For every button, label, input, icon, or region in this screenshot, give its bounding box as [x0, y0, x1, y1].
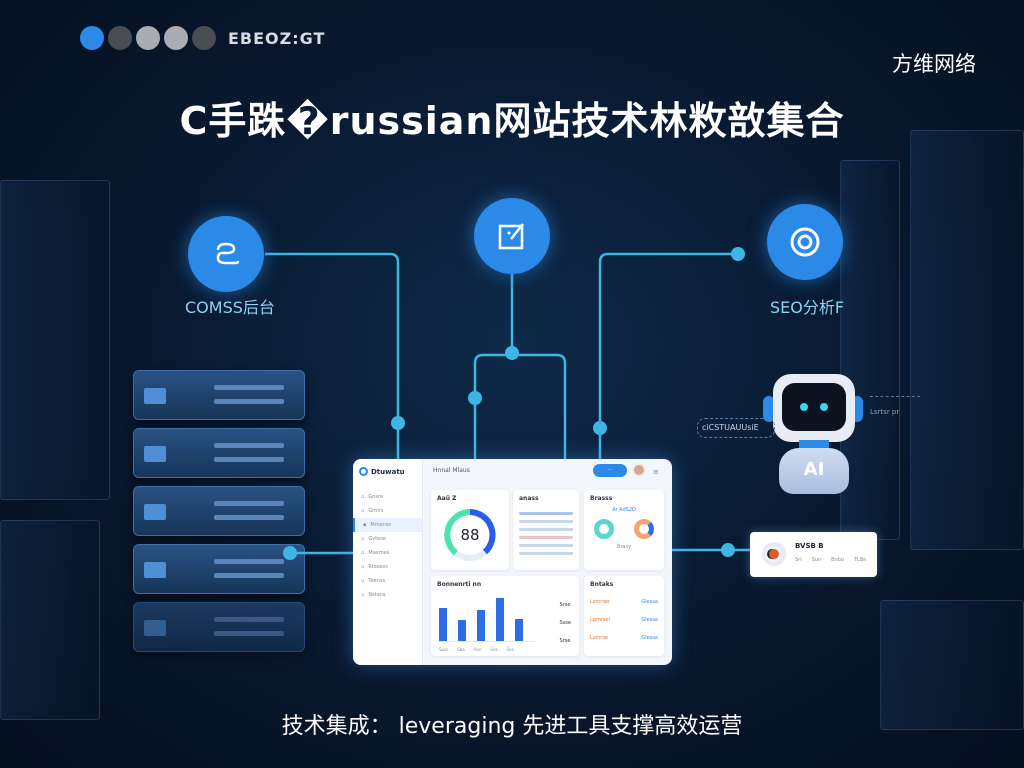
- bar: [477, 609, 485, 641]
- donut-chart: [634, 519, 654, 539]
- connector-dot: [391, 416, 405, 430]
- info-card-avatar: [762, 542, 786, 566]
- editor-node[interactable]: [474, 198, 550, 274]
- donut-card: Brasss Ar AdS2D Brasy: [584, 490, 664, 570]
- page-title: C手跦�russian网站技术林敉敨集合: [179, 99, 845, 143]
- donut-chart: [594, 519, 614, 539]
- connector-dot: [731, 247, 745, 261]
- dashboard-sidebar: Dtuwatu ▫Gnsre ▫Grnirs ▪Mmenss ▫Gvtese ▫…: [353, 459, 423, 665]
- bar: [458, 620, 466, 641]
- nav-item[interactable]: ▫Maxmes: [361, 550, 390, 556]
- connector-dot: [283, 546, 297, 560]
- app-logo-icon: [359, 467, 368, 476]
- nav-item[interactable]: ▫Teanss: [361, 578, 386, 584]
- nav-item[interactable]: ▫Grnirs: [361, 508, 384, 514]
- dashboard-mockup: Dtuwatu ▫Gnsre ▫Grnirs ▪Mmenss ▫Gvtese ▫…: [353, 459, 672, 665]
- logo-dot: [80, 26, 104, 50]
- target-icon: [790, 227, 820, 257]
- nav-item[interactable]: ▫Gnsre: [361, 494, 384, 500]
- nav-item[interactable]: ▫Gvtese: [361, 536, 386, 542]
- connector-dot: [505, 346, 519, 360]
- nav-item-active[interactable]: ▪Mmenss: [353, 518, 422, 532]
- list-card: anass: [513, 490, 579, 570]
- logo-dot: [192, 26, 216, 50]
- dashboard-action-button[interactable]: ···: [593, 464, 627, 477]
- menu-icon[interactable]: ≡: [653, 468, 659, 476]
- robot-label: AI: [779, 448, 849, 494]
- logo-text: EBEOZ:GT: [228, 28, 326, 48]
- logo-dot: [108, 26, 132, 50]
- robot-callout-left: ciCSTUAUUsiE: [697, 418, 775, 438]
- seo-node[interactable]: [767, 204, 843, 280]
- avatar[interactable]: [632, 463, 646, 477]
- logo-dot: [136, 26, 160, 50]
- logo-dot: [164, 26, 188, 50]
- brand-name: 方维网络: [892, 52, 976, 76]
- edit-icon: [498, 223, 524, 250]
- footer-caption: 技术集成： leveraging 先进工具支撑高效运营: [281, 714, 743, 739]
- info-card-title: BVSB B: [795, 542, 824, 550]
- seo-label: SEO分析F: [770, 298, 845, 317]
- bar: [439, 608, 447, 641]
- nav-item[interactable]: ▫Rtseess: [361, 564, 388, 570]
- cms-icon: [216, 242, 240, 265]
- cms-label: COMSS后台: [185, 298, 275, 317]
- connector-dot: [593, 421, 607, 435]
- gauge-value: 88: [460, 526, 480, 544]
- connector-dot: [468, 391, 482, 405]
- gauge-card: Aaŭ Z 88: [431, 490, 509, 570]
- app-name: Dtuwatu: [371, 467, 405, 476]
- robot-callout-right: Lsrtsr pr: [870, 396, 920, 416]
- dashboard-breadcrumb: Hnnal Mlaus: [433, 467, 470, 474]
- connector-dot: [721, 543, 735, 557]
- bar: [515, 619, 523, 641]
- logo: EBEOZ:GT: [80, 26, 325, 50]
- cms-node[interactable]: [188, 216, 264, 292]
- nav-item[interactable]: ▫Nstans: [361, 592, 386, 598]
- gauge: [444, 509, 496, 561]
- bar: [496, 597, 504, 641]
